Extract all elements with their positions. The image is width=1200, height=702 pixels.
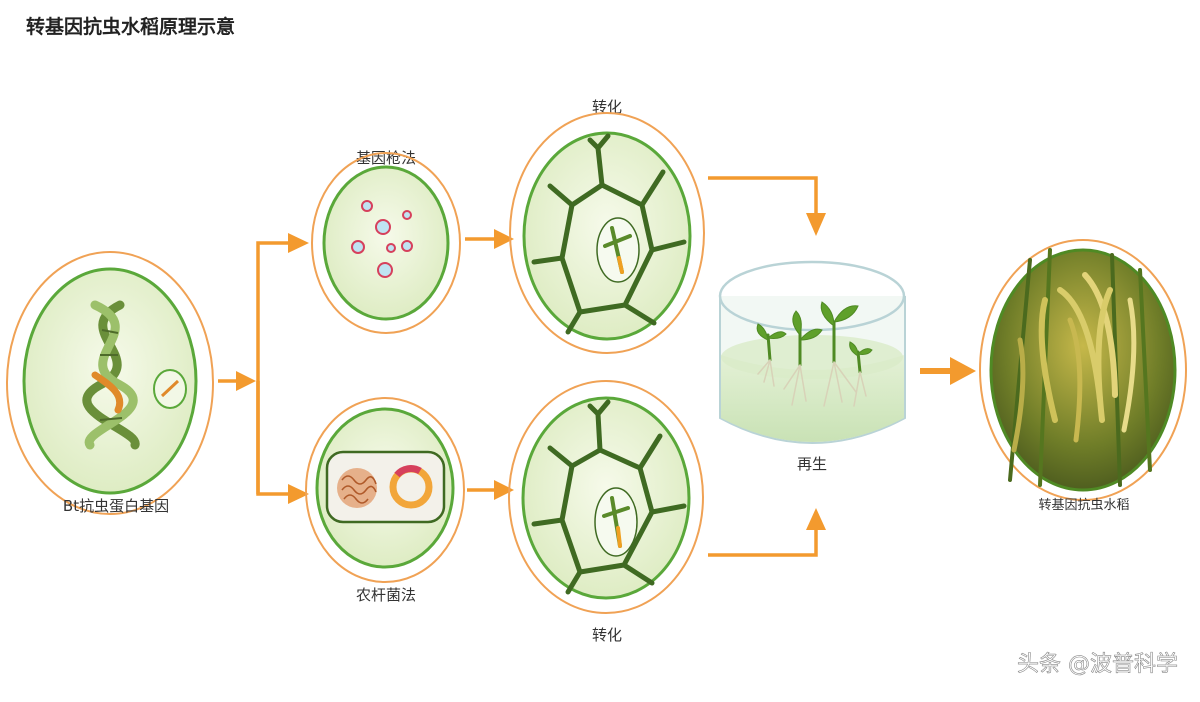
result-label: 转基因抗虫水稻 — [1038, 498, 1129, 513]
regenerate-label: 再生 — [797, 455, 827, 473]
plasmid-icon — [153, 369, 187, 409]
petri-dish — [718, 260, 906, 444]
plasmid-ring-icon — [389, 465, 433, 509]
plant-cell-top — [509, 112, 705, 354]
watermark-text: 头条 @波普科学 — [1017, 652, 1178, 677]
rice-field-image — [989, 248, 1177, 492]
cell-outer-ring — [979, 239, 1187, 501]
plant-cell-bottom — [508, 380, 704, 614]
arrow-bottom-to-dish — [708, 508, 826, 557]
diagram-title: 转基因抗虫水稻原理示意 — [26, 15, 235, 38]
arrow-dish-to-rice — [920, 357, 976, 385]
arrow-gun-to-transform — [465, 229, 514, 249]
chromosome-icon — [337, 468, 377, 508]
cell-membrane — [322, 165, 450, 321]
cell-outer-ring — [311, 152, 461, 334]
agrobacterium-label: 农杆菌法 — [356, 586, 416, 604]
arrow-top-to-dish — [708, 176, 826, 236]
arrow-agro-to-transform — [467, 480, 514, 500]
cell-outer-ring — [508, 380, 704, 614]
gene-gun-label: 基因枪法 — [356, 149, 416, 167]
transgenic-rice — [979, 239, 1187, 501]
gene-gun-cell — [311, 152, 461, 334]
cell-wall-icon — [531, 133, 687, 335]
gold-particles-icon — [351, 200, 413, 278]
seedlings-icon — [756, 301, 873, 407]
branch-arrows — [218, 233, 309, 504]
cell-outer-ring — [509, 112, 705, 354]
transform-bottom-label: 转化 — [592, 626, 622, 644]
cell-outer-ring — [305, 397, 465, 583]
agrobacterium-cell — [305, 397, 465, 583]
nucleus-icon — [596, 217, 640, 283]
cell-wall-icon — [531, 399, 687, 595]
transform-top-label: 转化 — [592, 98, 622, 116]
bt-gene-cell — [6, 251, 214, 515]
rice-plants-icon — [1008, 248, 1152, 487]
dna-helix-icon — [82, 300, 140, 450]
cell-outer-ring — [6, 251, 214, 515]
nucleus-icon — [594, 487, 638, 557]
bt-gene-label: Bt抗虫蛋白基因 — [63, 497, 169, 515]
